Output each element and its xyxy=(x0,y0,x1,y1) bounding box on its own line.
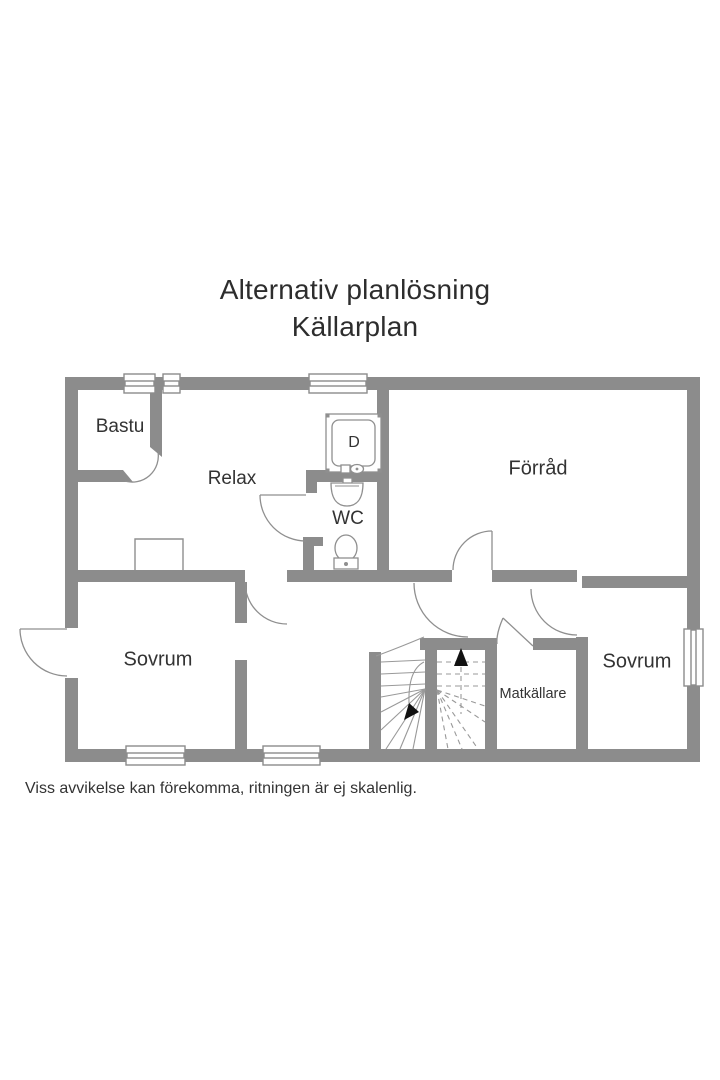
room-label-sovrum-left: Sovrum xyxy=(123,648,193,671)
stairs-down-arrow xyxy=(404,703,419,720)
wall-bastu-right xyxy=(150,390,162,447)
stairs-up-arrow xyxy=(454,648,468,666)
door-leaf xyxy=(502,617,534,647)
title-line-2: Källarplan xyxy=(291,311,419,342)
fixtures xyxy=(134,413,382,570)
stairs xyxy=(375,636,486,750)
shower-faucet xyxy=(340,463,365,475)
bench xyxy=(134,538,184,570)
room-label-relax: Relax xyxy=(207,468,257,489)
wall-stair-top xyxy=(420,638,497,650)
wall-matkallare-top xyxy=(533,638,583,650)
wall-outer-top xyxy=(65,377,700,390)
wall-sovrum-left-right-lower xyxy=(235,660,247,749)
door-arc xyxy=(452,530,493,571)
title-line-1: Alternativ planlösning xyxy=(219,274,491,305)
stairs-flight xyxy=(436,661,486,750)
door-bastu xyxy=(124,451,159,483)
stairs-winder xyxy=(375,636,426,750)
wall-wc-left-upper-stub xyxy=(306,482,317,493)
room-label-sovrum-right: Sovrum xyxy=(602,650,672,673)
stairs-walkline-down xyxy=(408,661,425,704)
window-bottom-sovrum-left xyxy=(125,745,186,766)
wall-outer-right xyxy=(687,377,700,762)
wall-mid-b xyxy=(287,570,452,582)
room-label-matkallare: Matkällare xyxy=(499,686,567,702)
wall-shower-bottom xyxy=(306,470,389,482)
door-hall-divider xyxy=(413,582,469,638)
door-matkallare xyxy=(496,617,534,647)
toilet xyxy=(333,534,359,570)
door-arc xyxy=(496,617,504,645)
window-top-relax xyxy=(308,373,368,394)
disclaimer-text: Viss avvikelse kan förekomma, ritningen … xyxy=(25,780,417,797)
wall-sovrum-left-right-upper xyxy=(235,582,247,623)
wall-outer-left-lower xyxy=(65,678,78,762)
door-arc xyxy=(19,628,68,677)
door-forrad xyxy=(452,530,493,571)
room-label-shower-d: D xyxy=(348,434,360,451)
door-arc xyxy=(124,451,159,483)
door-wc xyxy=(259,494,307,542)
wall-stair-mid xyxy=(425,650,437,749)
wall-outer-left-upper xyxy=(65,377,78,628)
door-arc xyxy=(244,581,288,625)
wall-sovrum-right-top xyxy=(582,576,687,588)
wall-stair-left xyxy=(369,652,381,749)
room-label-forrad: Förråd xyxy=(508,457,568,480)
window-right-sovrum xyxy=(683,628,704,687)
wall-wc-left-flange xyxy=(303,537,323,546)
window-bottom-hall xyxy=(262,745,321,766)
door-arc xyxy=(413,582,469,638)
wall-mid-c xyxy=(492,570,577,582)
window-top-bastu xyxy=(123,373,156,394)
wall-sovrum-right-left xyxy=(576,637,588,749)
windows xyxy=(123,373,704,766)
door-arc xyxy=(259,494,307,542)
doors xyxy=(19,451,578,677)
page-title: Alternativ planlösning Källarplan xyxy=(0,271,710,345)
door-relax-hall xyxy=(244,581,288,625)
wall-mid-a xyxy=(78,570,245,582)
wall-bastu-bottom xyxy=(78,470,123,482)
door-sovrum-right xyxy=(530,588,578,636)
wall-stair-right xyxy=(485,650,497,749)
wall-bastu-right-cap xyxy=(150,447,162,457)
window-top-relax-small xyxy=(162,373,181,394)
wall-wc-left-lower-stub xyxy=(303,546,314,570)
wall-bastu-bottom-cap xyxy=(123,470,133,482)
door-arc xyxy=(530,588,578,636)
shower xyxy=(325,413,382,475)
door-exterior-left xyxy=(19,628,68,677)
wall-outer-bottom xyxy=(65,749,700,762)
room-label-wc: WC xyxy=(332,508,364,529)
sink xyxy=(330,477,364,507)
room-label-bastu: Bastu xyxy=(95,416,145,437)
